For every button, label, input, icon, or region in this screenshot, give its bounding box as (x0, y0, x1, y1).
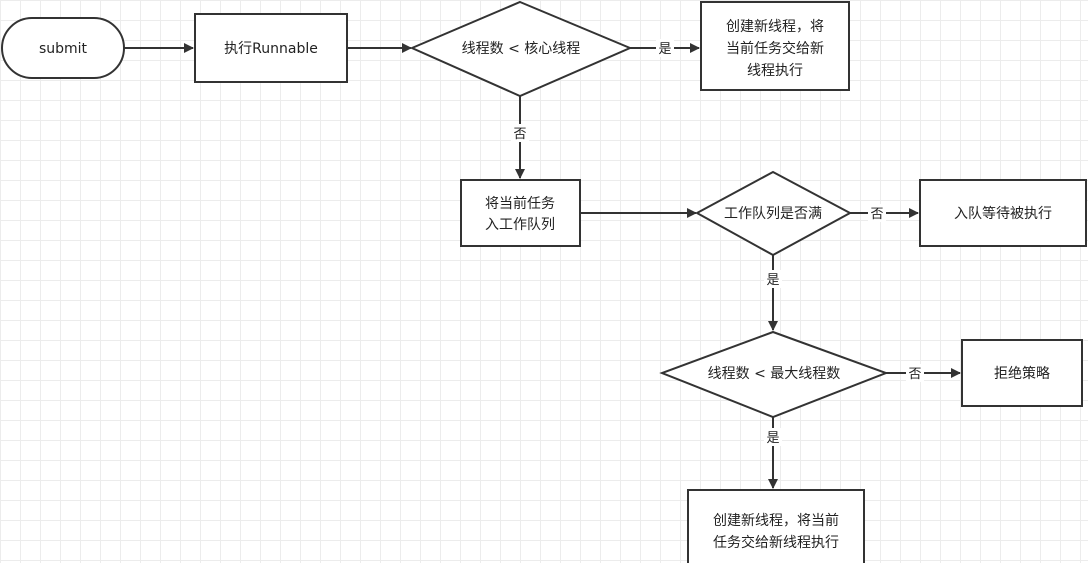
edge-label-core-no-text: 否 (513, 127, 526, 142)
decision-thread-count-core: 线程数 < 核心线程 (409, 0, 633, 98)
create-thread-max-line-2: 任务交给新线程执行 (713, 534, 839, 551)
edge-label-core-yes: 是 (656, 39, 674, 57)
wait-in-queue-label: 入队等待被执行 (954, 205, 1052, 222)
process-create-thread-max: 创建新线程，将当前 任务交给新线程执行 (687, 489, 865, 563)
edge-label-core-no: 否 (511, 124, 529, 142)
decision-thread-count-max: 线程数 < 最大线程数 (659, 330, 889, 419)
edge-label-max-no-text: 否 (908, 367, 921, 382)
process-reject-policy: 拒绝策略 (961, 339, 1083, 407)
decision-queue-full-label: 工作队列是否满 (724, 206, 822, 222)
edge-label-max-yes-text: 是 (766, 431, 779, 446)
create-thread-core-line-3: 线程执行 (747, 63, 803, 79)
process-execute-runnable: 执行Runnable (194, 13, 348, 83)
process-wait-in-queue: 入队等待被执行 (919, 179, 1087, 247)
process-enqueue-task: 将当前任务 入工作队列 (460, 179, 581, 247)
decision-core-label: 线程数 < 核心线程 (462, 41, 581, 57)
enqueue-line-2: 入工作队列 (485, 217, 555, 233)
edge-label-core-yes-text: 是 (658, 42, 671, 57)
edge-label-queue-full-no: 否 (868, 204, 886, 222)
edge-label-queue-full-yes: 是 (764, 270, 782, 288)
edge-label-queue-full-no-text: 否 (870, 207, 883, 222)
decision-queue-full: 工作队列是否满 (694, 170, 853, 257)
reject-policy-label: 拒绝策略 (994, 365, 1050, 382)
create-thread-core-line-2: 当前任务交给新 (726, 40, 824, 57)
edge-label-max-yes: 是 (764, 428, 782, 446)
create-thread-max-line-1: 创建新线程，将当前 (713, 512, 839, 529)
edge-label-queue-full-yes-text: 是 (766, 273, 779, 288)
enqueue-line-1: 将当前任务 (485, 195, 555, 212)
start-node-submit: submit (1, 17, 125, 79)
submit-label: submit (39, 41, 88, 57)
process-create-thread-core: 创建新线程，将 当前任务交给新 线程执行 (700, 1, 850, 91)
decision-max-label: 线程数 < 最大线程数 (708, 366, 841, 382)
edge-label-max-no: 否 (906, 364, 924, 382)
execute-runnable-label: 执行Runnable (224, 41, 318, 57)
create-thread-core-line-1: 创建新线程，将 (726, 19, 824, 35)
